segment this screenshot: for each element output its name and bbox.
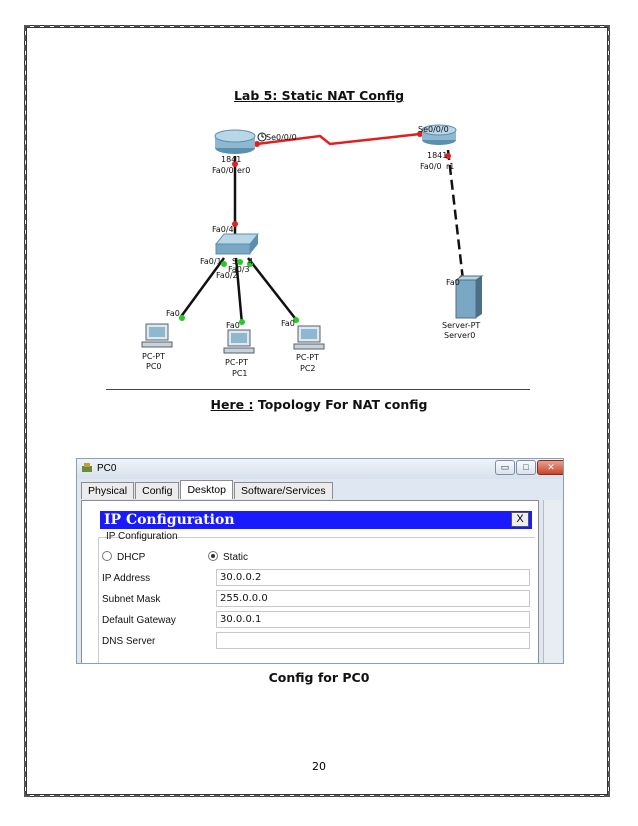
dns-server-label: DNS Server — [102, 636, 156, 647]
tab-desktop[interactable]: Desktop — [180, 480, 233, 499]
close-window-button[interactable]: ✕ — [537, 460, 563, 475]
server-type-label: Server-PT — [442, 321, 480, 330]
network-topology-diagram: Se0/0/0 1841 Fa0/0 er0 Se0/0/0 1841 Fa0/… — [141, 124, 484, 378]
radio-dhcp-indicator — [102, 551, 112, 561]
default-gateway-field[interactable]: 30.0.0.1 — [216, 611, 530, 628]
minimize-button[interactable]: ▭ — [495, 460, 515, 475]
horizontal-rule — [106, 389, 530, 390]
serial-link — [256, 132, 421, 146]
pc0-port-label: Fa0 — [166, 309, 180, 318]
ip-config-panel: IP Configuration X IP Configuration DHCP… — [96, 511, 536, 663]
ip-config-title: IP Configuration — [104, 512, 235, 528]
link-switch-pc1 — [234, 257, 244, 325]
router0-serial-label: Se0/0/0 — [266, 133, 297, 142]
router1-serial-label: Se0/0/0 — [418, 125, 449, 134]
topology-caption-rest: Topology For NAT config — [253, 397, 428, 412]
radio-static[interactable]: Static — [208, 551, 248, 563]
tab-bar: Physical Config Desktop Software/Service… — [81, 480, 334, 500]
pc1-port-label: Fa0 — [226, 321, 240, 330]
switch-port1-label: Fa0/1 — [200, 257, 222, 266]
clock-icon — [257, 132, 267, 142]
page-number: 20 — [312, 760, 326, 773]
ip-config-group — [98, 537, 535, 663]
server-port-label: Fa0 — [446, 278, 460, 287]
pc1-name-label: PC1 — [232, 369, 248, 378]
dns-server-field[interactable] — [216, 632, 530, 649]
pc0-name-label: PC0 — [146, 362, 162, 371]
pc2-type-label: PC-PT — [296, 353, 319, 362]
tab-physical[interactable]: Physical — [81, 482, 135, 499]
link-router1-server — [446, 149, 465, 281]
ip-address-label: IP Address — [102, 573, 151, 584]
router1-label-tail: r1 — [446, 162, 454, 171]
minimize-icon: ▭ — [500, 462, 510, 472]
link-status-dots — [179, 131, 465, 325]
pc0-window: PC0 ▭ □ ✕ Physical Config Desktop Softwa… — [76, 458, 564, 664]
router1-icon — [421, 124, 457, 145]
subnet-mask-field[interactable]: 255.0.0.0 — [216, 590, 530, 607]
app-icon — [82, 463, 92, 472]
pc2-icon — [293, 325, 325, 350]
page-border — [24, 25, 610, 797]
router1-fa-label: Fa0/0 — [420, 162, 442, 171]
radio-static-label: Static — [223, 552, 249, 563]
tab-config[interactable]: Config — [135, 482, 180, 499]
tab-software-services[interactable]: Software/Services — [234, 482, 333, 499]
switch-name-frag: S — [232, 257, 237, 266]
link-switch-pc0 — [178, 257, 226, 319]
pc0-icon — [141, 323, 173, 348]
pc2-name-label: PC2 — [300, 364, 316, 373]
router0-name-label: 1841 — [221, 155, 241, 164]
radio-dhcp[interactable]: DHCP — [102, 551, 145, 563]
switch-uplink-label: Fa0/4 — [212, 225, 234, 234]
switch-port2-label: Fa0/2 — [216, 271, 238, 280]
config-caption: Config for PC0 — [268, 670, 370, 685]
vertical-scrollbar[interactable] — [543, 500, 562, 663]
lab-title: Lab 5: Static NAT Config — [233, 88, 405, 103]
server-icon — [454, 275, 484, 319]
maximize-icon: □ — [523, 462, 529, 472]
default-gateway-label: Default Gateway — [102, 615, 176, 626]
pc0-type-label: PC-PT — [142, 352, 165, 361]
switch-port3-label: Fa0/3 — [228, 265, 250, 274]
ip-config-close-button[interactable]: X — [511, 512, 529, 527]
router1-name-label: 1841 — [427, 151, 447, 160]
server-name-label: Server0 — [444, 331, 475, 340]
close-icon: ✕ — [547, 462, 555, 472]
window-title: PC0 — [97, 463, 117, 474]
radio-static-indicator — [208, 551, 218, 561]
pc1-icon — [223, 329, 255, 354]
ip-address-field[interactable]: 30.0.0.2 — [216, 569, 530, 586]
switch-icon — [214, 233, 260, 255]
subnet-mask-label: Subnet Mask — [102, 594, 161, 605]
topology-caption-prefix: Here : — [210, 397, 254, 412]
topology-caption: Here : Topology For NAT config — [0, 397, 638, 412]
pc2-port-label: Fa0 — [281, 319, 295, 328]
switch-name-tail: 4 — [248, 257, 253, 266]
router0-icon — [214, 129, 256, 154]
pc1-type-label: PC-PT — [225, 358, 248, 367]
window-titlebar[interactable]: PC0 ▭ □ ✕ — [77, 459, 563, 479]
router0-fa-label: Fa0/0 — [212, 166, 234, 175]
radio-dhcp-label: DHCP — [117, 552, 146, 563]
ip-config-section-label: IP Configuration — [106, 531, 178, 542]
maximize-button[interactable]: □ — [516, 460, 536, 475]
desktop-content: IP Configuration X IP Configuration DHCP… — [81, 500, 539, 663]
router0-label-tail: er0 — [237, 166, 250, 175]
link-switch-pc2 — [247, 257, 299, 323]
ip-config-titlebar: IP Configuration X — [100, 511, 532, 529]
